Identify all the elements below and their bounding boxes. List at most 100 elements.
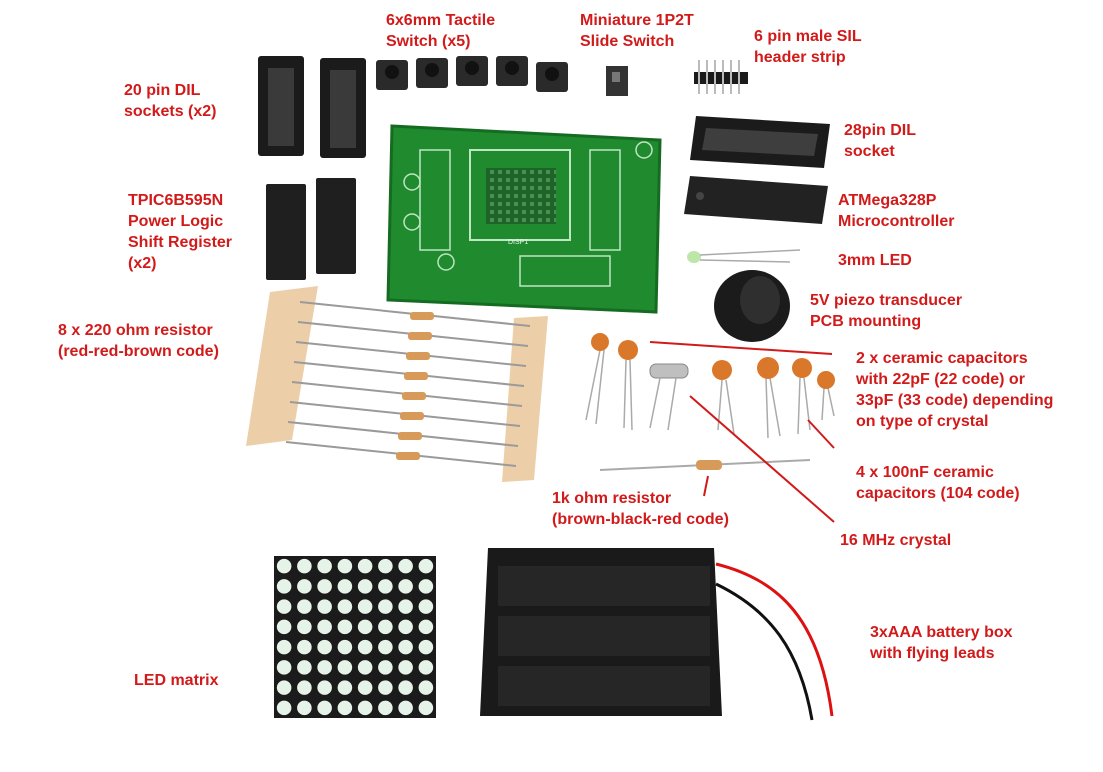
led-matrix-dot: [337, 599, 353, 614]
led-matrix-dot: [337, 700, 353, 716]
label-line: 16 MHz crystal: [840, 532, 952, 549]
led-matrix-dot: [398, 558, 413, 574]
label-line: header strip: [754, 49, 846, 66]
led-matrix-dot: [357, 700, 373, 716]
led-matrix-dot: [418, 579, 434, 594]
label-cap100: 4 x 100nF ceramic capacitors (104 code): [856, 462, 1020, 504]
label-sil-header: 6 pin male SIL header strip: [754, 26, 862, 68]
tactile-switches: [376, 56, 568, 92]
led-matrix-dot: [378, 599, 393, 614]
label-led-3mm: 3mm LED: [838, 250, 912, 271]
led-matrix-dot: [276, 700, 292, 716]
label-line: Switch (x5): [386, 33, 471, 50]
led-matrix-dot: [317, 680, 332, 695]
label-line: socket: [844, 143, 895, 160]
label-line: 8 x 220 ohm resistor: [58, 322, 213, 339]
label-line: 2 x ceramic capacitors: [856, 350, 1028, 367]
led-matrix-dot: [398, 599, 413, 614]
led-matrix-dot: [337, 558, 353, 574]
label-line: 5V piezo transducer: [810, 292, 963, 309]
led-matrix-dot: [297, 680, 312, 695]
label-line: sockets (x2): [124, 103, 217, 120]
dil20-socket-right: [320, 58, 366, 158]
label-line: 4 x 100nF ceramic: [856, 464, 994, 481]
led-matrix-dot: [357, 639, 373, 655]
label-tpic: TPIC6B595N Power Logic Shift Register (x…: [128, 190, 232, 274]
label-tactile: 6x6mm Tactile Switch (x5): [386, 10, 495, 52]
led-matrix-dot: [276, 558, 292, 574]
label-battery-box: 3xAAA battery box with flying leads: [870, 622, 1013, 664]
label-line: 1k ohm resistor: [552, 490, 672, 507]
led-matrix-dot: [418, 660, 434, 675]
led-matrix-dot: [378, 660, 393, 675]
led-matrix-dot: [317, 660, 332, 675]
label-crystal: 16 MHz crystal: [840, 530, 951, 551]
led-matrix-dot: [276, 579, 292, 594]
led-matrix-dot: [357, 680, 373, 695]
led-matrix-dot: [276, 619, 292, 635]
led-matrix-dot: [297, 599, 312, 614]
led-matrix-dot: [317, 558, 332, 574]
label-line: with flying leads: [870, 645, 995, 662]
leader-lines: [649, 341, 835, 523]
led-matrix-dot: [297, 639, 312, 655]
label-line: PCB mounting: [810, 313, 922, 330]
led-matrix-dot: [297, 700, 312, 716]
led-matrix-dot: [418, 619, 434, 635]
led-matrix-dot: [378, 619, 393, 635]
led-matrix-dot: [398, 700, 413, 716]
label-line: on type of crystal: [856, 413, 989, 430]
led-matrix-dot: [317, 599, 332, 614]
label-atmega: ATMega328P Microcontroller: [838, 190, 954, 232]
led-matrix-dot: [357, 599, 373, 614]
led-matrix-dot: [297, 579, 312, 594]
led-matrix-dot: [317, 700, 332, 716]
led-matrix-dot: [276, 599, 292, 614]
led-matrix-dot: [337, 660, 353, 675]
tpic-chip-right: [316, 178, 356, 274]
label-line: (red-red-brown code): [58, 343, 219, 360]
led-matrix-dot: [357, 579, 373, 594]
led-matrix-dot: [337, 639, 353, 655]
atmega-chip: [684, 176, 828, 224]
resistor-1k: [599, 459, 811, 471]
led-matrix-dot: [378, 639, 393, 655]
label-line: with 22pF (22 code) or: [856, 371, 1025, 388]
label-piezo: 5V piezo transducer PCB mounting: [810, 290, 962, 332]
led-3mm: [687, 249, 801, 263]
tpic-chip-left: [266, 184, 306, 280]
label-line: capacitors (104 code): [856, 485, 1020, 502]
led-matrix-dot: [357, 619, 373, 635]
label-line: (brown-black-red code): [552, 511, 729, 528]
label-line: ATMega328P: [838, 192, 937, 209]
led-matrix-dot: [317, 619, 332, 635]
led-matrix-dot: [418, 599, 434, 614]
led-matrix-dot: [378, 700, 393, 716]
led-matrix-dot: [276, 680, 292, 695]
label-led-matrix: LED matrix: [134, 670, 218, 691]
crystal: [649, 363, 689, 431]
pcb-board: DISP1: [386, 124, 662, 314]
led-matrix-dot: [418, 558, 434, 574]
label-line: Microcontroller: [838, 213, 955, 230]
led-matrix-dot: [337, 680, 353, 695]
dil20-socket-left: [258, 56, 304, 156]
led-matrix: [274, 556, 436, 718]
label-line: 3xAAA battery box: [870, 624, 1013, 641]
slide-switch: [606, 66, 628, 96]
label-line: 6x6mm Tactile: [386, 12, 496, 29]
led-matrix-dot: [337, 579, 353, 594]
label-line: 33pF (33 code) depending: [856, 392, 1054, 409]
label-line: Shift Register: [128, 234, 233, 251]
led-matrix-dot: [398, 680, 413, 695]
battery-box: [480, 548, 834, 721]
pcb-silkscreen-label: DISP1: [508, 239, 528, 246]
led-matrix-dot: [297, 619, 312, 635]
led-matrix-dot: [378, 579, 393, 594]
led-matrix-dot: [378, 558, 393, 574]
label-line: 28pin DIL: [844, 122, 917, 139]
led-matrix-dot: [378, 680, 393, 695]
label-line: 20 pin DIL: [124, 82, 201, 99]
